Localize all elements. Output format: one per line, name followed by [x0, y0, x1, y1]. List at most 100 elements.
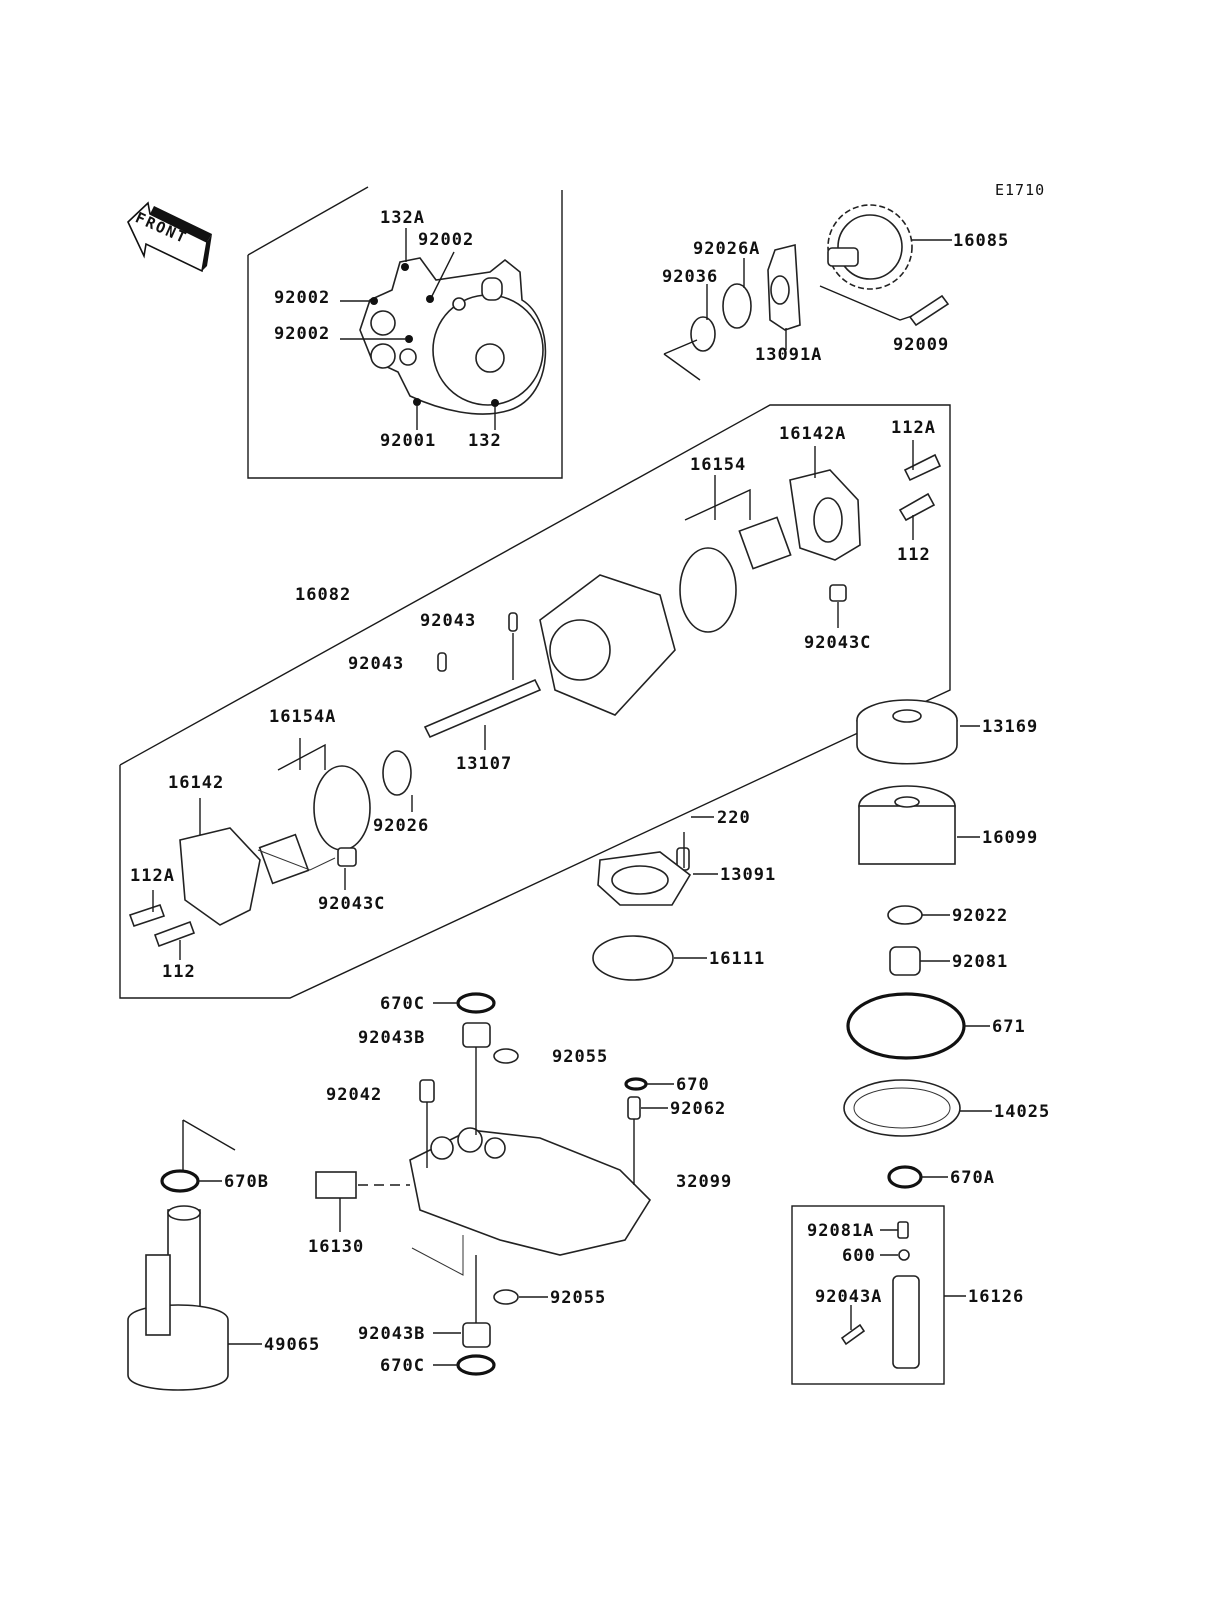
relief-valve-group [791, 1205, 966, 1385]
filter-cap-13169-side [856, 720, 958, 765]
part-label-670[interactable]: 670 [676, 1075, 710, 1095]
part-label-92002[interactable]: 92002 [274, 288, 331, 308]
cover-hole-1 [370, 310, 396, 336]
dowel-92002-top [426, 295, 434, 303]
washer-92055-top [493, 1048, 519, 1064]
part-label-16085[interactable]: 16085 [953, 231, 1010, 251]
dowel-92001 [413, 398, 421, 406]
part-label-13091A[interactable]: 13091A [755, 345, 823, 365]
outer-rotor-16154A [313, 765, 371, 851]
part-label-16154A[interactable]: 16154A [269, 707, 337, 727]
leader-bolt-path [819, 285, 913, 321]
part-label-670A[interactable]: 670A [950, 1168, 995, 1188]
part-label-92002[interactable]: 92002 [274, 324, 331, 344]
part-label-670C[interactable]: 670C [380, 994, 425, 1014]
cover-hole-2 [370, 343, 396, 369]
part-label-132[interactable]: 132 [468, 431, 502, 451]
part-label-92043A[interactable]: 92043A [815, 1287, 883, 1307]
filter-cap-hole [892, 709, 922, 723]
part-label-14025[interactable]: 14025 [994, 1102, 1051, 1122]
oil-pump-assembly-16082 [119, 404, 951, 999]
part-label-220[interactable]: 220 [717, 808, 751, 828]
part-label-92081[interactable]: 92081 [952, 952, 1009, 972]
part-label-92026A[interactable]: 92026A [693, 239, 761, 259]
leader-circlip-path-2 [663, 353, 701, 381]
leader-92002-top [431, 251, 455, 297]
dowel-92043C-left [337, 847, 357, 867]
part-label-112A[interactable]: 112A [130, 866, 175, 886]
part-label-13169[interactable]: 13169 [982, 717, 1039, 737]
part-label-13107[interactable]: 13107 [456, 754, 513, 774]
part-label-670B[interactable]: 670B [224, 1172, 269, 1192]
part-label-92055[interactable]: 92055 [550, 1288, 607, 1308]
cover-16142A-bore [813, 497, 843, 543]
dowel-92002-left1 [370, 297, 378, 305]
part-label-92042[interactable]: 92042 [326, 1085, 383, 1105]
bolt-112-right [898, 492, 936, 522]
part-label-92001[interactable]: 92001 [380, 431, 437, 451]
pump-cover-16142 [179, 827, 261, 926]
part-label-112A[interactable]: 112A [891, 418, 936, 438]
valve-body-16126 [892, 1275, 920, 1369]
part-label-92002[interactable]: 92002 [418, 230, 475, 250]
part-label-92043B[interactable]: 92043B [358, 1324, 426, 1344]
strainer-tube-top [167, 1205, 201, 1221]
part-label-16082[interactable]: 16082 [295, 585, 352, 605]
part-label-92043[interactable]: 92043 [420, 611, 477, 631]
strainer-group [127, 1119, 262, 1391]
shaft-13107 [423, 678, 542, 739]
part-label-92026[interactable]: 92026 [373, 816, 430, 836]
housing-32099 [409, 1129, 652, 1256]
cover-14025-inner [853, 1087, 951, 1129]
part-label-16130[interactable]: 16130 [308, 1237, 365, 1257]
part-label-92036[interactable]: 92036 [662, 267, 719, 287]
washer-92022 [887, 905, 923, 925]
part-label-92043[interactable]: 92043 [348, 654, 405, 674]
part-label-16111[interactable]: 16111 [709, 949, 766, 969]
part-label-92043B[interactable]: 92043B [358, 1028, 426, 1048]
part-label-49065[interactable]: 49065 [264, 1335, 321, 1355]
dowel-92002-left2 [405, 335, 413, 343]
pin-92043A [840, 1323, 866, 1346]
part-label-671[interactable]: 671 [992, 1017, 1026, 1037]
gear-group [663, 204, 952, 381]
leader-housing-path [411, 1235, 464, 1276]
part-label-92081A[interactable]: 92081A [807, 1221, 875, 1241]
leader-670B-diag [182, 1119, 236, 1151]
inset-cover-group [247, 186, 563, 479]
inner-rotor-16154A [258, 833, 310, 885]
filter-16099-element [858, 805, 956, 865]
relief-valve-frame [791, 1205, 945, 1385]
center-parts [592, 816, 718, 981]
part-label-32099[interactable]: 32099 [676, 1172, 733, 1192]
part-label-132A[interactable]: 132A [380, 208, 425, 228]
strainer-49065 [127, 1304, 229, 1391]
part-label-112[interactable]: 112 [897, 545, 931, 565]
part-label-13091[interactable]: 13091 [720, 865, 777, 885]
part-label-670C[interactable]: 670C [380, 1356, 425, 1376]
part-label-92055[interactable]: 92055 [552, 1047, 609, 1067]
part-label-92062[interactable]: 92062 [670, 1099, 727, 1119]
oil-filter-stack [843, 699, 992, 1189]
part-label-92043C[interactable]: 92043C [804, 633, 872, 653]
part-label-16099[interactable]: 16099 [982, 828, 1039, 848]
part-label-16142A[interactable]: 16142A [779, 424, 847, 444]
part-label-92043C[interactable]: 92043C [318, 894, 386, 914]
leader-16154-bracket [684, 488, 751, 521]
part-label-92022[interactable]: 92022 [952, 906, 1009, 926]
part-label-16126[interactable]: 16126 [968, 1287, 1025, 1307]
gear-shaft [827, 247, 859, 267]
dowel-132 [491, 399, 499, 407]
part-label-112[interactable]: 112 [162, 962, 196, 982]
part-label-92009[interactable]: 92009 [893, 335, 950, 355]
oring-670C-bottom [456, 1354, 496, 1376]
part-label-600[interactable]: 600 [842, 1246, 876, 1266]
part-label-16142[interactable]: 16142 [168, 773, 225, 793]
part-label-16154[interactable]: 16154 [690, 455, 747, 475]
collar-92043B-bottom [462, 1322, 491, 1348]
collar-92043B-top [462, 1022, 491, 1048]
screen-16111 [592, 935, 674, 981]
cover-hole-3 [399, 348, 417, 366]
